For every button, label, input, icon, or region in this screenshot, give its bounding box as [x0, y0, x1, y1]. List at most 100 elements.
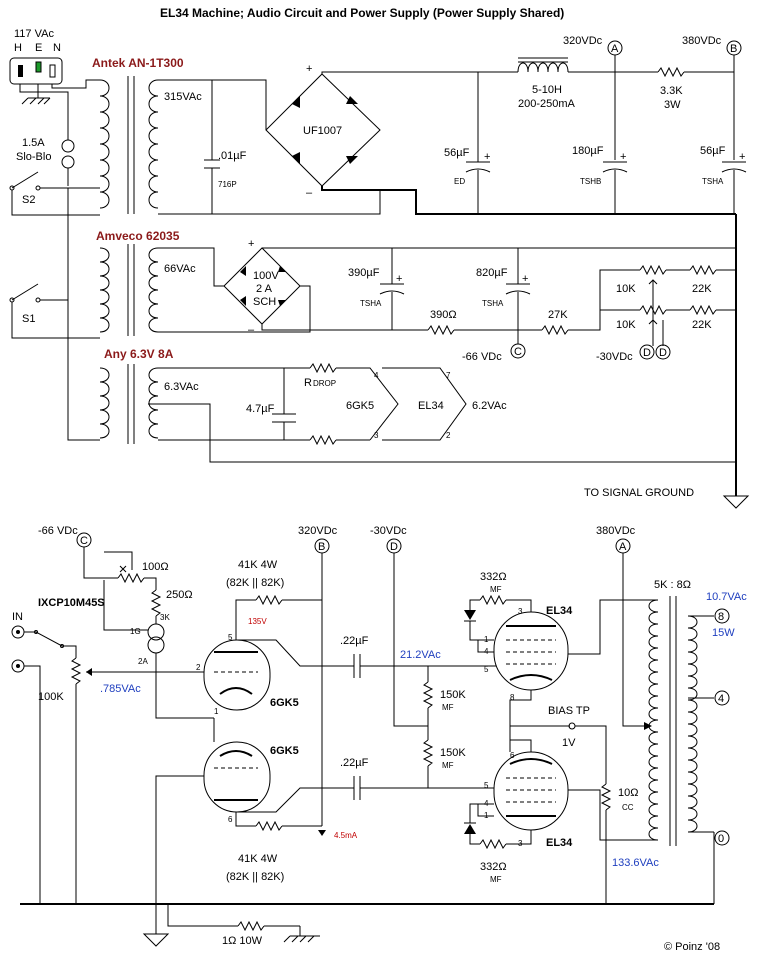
plate-r1-value: 41K 4W — [238, 559, 278, 571]
tube-el34-lower: EL34 6 5 4 1 3 — [484, 751, 573, 849]
audio-v320: 320VDc — [298, 525, 338, 537]
signal-ground-label: TO SIGNAL GROUND — [584, 487, 694, 499]
transformer-antek: 315VAc — [99, 76, 202, 214]
audio-v380: 380VDc — [596, 525, 636, 537]
diagram-title: EL34 Machine; Audio Circuit and Power Su… — [160, 6, 564, 20]
heater-secondary-voltage: 6.3VAc — [164, 381, 199, 393]
node-d-top-1-label: D — [643, 347, 651, 359]
plate-r2-parallel: (82K || 82K) — [226, 871, 284, 883]
ground-symbol-top — [722, 495, 750, 509]
grid-voltage: 21.2VAc — [400, 649, 441, 661]
node-d-top-2-label: D — [659, 347, 667, 359]
r27k-label: 27K — [548, 309, 568, 321]
bridge-rectifier-hv: UF1007 + – — [265, 63, 381, 199]
v320-label: 320VDc — [563, 35, 603, 47]
node-d-top-2 — [655, 344, 671, 360]
node-a-audio-label: A — [619, 541, 627, 553]
cap-ed: 56µF + ED — [444, 72, 490, 214]
ot-tap-0[interactable] — [714, 830, 730, 846]
ccs-label: IXCP10M45S — [38, 597, 105, 609]
tube-d-label: EL34 — [546, 837, 573, 849]
cap-390-value: 390µF — [348, 267, 380, 279]
bridge-bias-current: 2 A — [256, 283, 273, 295]
tube-d-pin6: 6 — [510, 751, 515, 760]
volume-voltage: .785VAc — [100, 683, 141, 695]
screen-r1-type: MF — [490, 585, 502, 594]
bridge-bias-voltage: 100V — [253, 270, 279, 282]
copyright: © Poinz '08 — [664, 941, 720, 953]
tube-6gk5-lower: 6GK5 6 — [203, 741, 299, 824]
tube-c-pin5: 5 — [484, 665, 489, 674]
node-d-audio-label: D — [390, 541, 398, 553]
tube-c-pin8: 8 — [510, 693, 515, 702]
ot-tap-8[interactable] — [714, 608, 730, 624]
ccs-device — [147, 623, 165, 654]
transformer-amveco: 66VAc — [99, 244, 196, 336]
bridge-bias-minus: – — [248, 324, 255, 336]
cap-tsha-hv-type: TSHA — [702, 177, 724, 186]
heater-pin-4: 4 — [374, 371, 379, 380]
node-d-top-1 — [639, 344, 655, 360]
output-transformer — [648, 596, 698, 846]
cathode-r-value: 10Ω — [618, 787, 638, 799]
fuse-type: Slo-Blo — [16, 151, 51, 163]
audio-v-neg30: -30VDc — [370, 525, 407, 537]
audio-v-neg66: -66 VDc — [38, 525, 78, 537]
bias-tp-label: BIAS TP — [548, 705, 590, 717]
cap-ed-type: ED — [454, 177, 465, 186]
switch-s1-label: S1 — [22, 313, 35, 325]
coupling-cap-2: .22µF — [340, 757, 369, 769]
ground-symbol-bottom — [142, 933, 170, 947]
cap-tsha-hv-plus: + — [739, 151, 745, 163]
choke-inductance: 5-10H — [532, 84, 562, 96]
bridge-bias-plus: + — [248, 238, 254, 250]
bridge-bias-type: SCH — [253, 296, 276, 308]
plate-r2-value: 41K 4W — [238, 853, 278, 865]
ot-tap-4-label: 4 — [718, 693, 724, 705]
coupling-cap-1: .22µF — [340, 635, 369, 647]
heater-pin-3: 3 — [374, 431, 379, 440]
pot-10k-1-label: 10K — [616, 283, 636, 295]
volume-pot-label[interactable]: 100K — [38, 691, 64, 703]
ccs-1g: 1G — [130, 627, 141, 636]
pin-h-label: H — [14, 42, 22, 54]
heater-el34-label: EL34 — [418, 400, 444, 412]
screen-r2-value: 332Ω — [480, 861, 507, 873]
pot-10k-2-label: 10K — [616, 319, 636, 331]
tube-a-pin5: 5 — [228, 633, 233, 642]
cap-390: 390µF + TSHA — [348, 248, 405, 330]
cap-390-type: TSHA — [360, 299, 382, 308]
transformer-heater: 6.3VAc — [99, 364, 199, 444]
screen-r1-value: 332Ω — [480, 571, 507, 583]
ot-ratio: 5K : 8Ω — [654, 579, 691, 591]
tube-b-label: 6GK5 — [270, 745, 299, 757]
mains-voltage: 117 VAc — [14, 28, 54, 40]
grid-r2-type: MF — [442, 761, 454, 770]
r100-label: 100Ω — [142, 561, 169, 573]
ot-power: 15W — [712, 627, 735, 639]
bridge-hv-label: UF1007 — [303, 125, 342, 137]
bias-tp-voltage: 1V — [562, 737, 576, 749]
snubber-cap-value: .01µF — [218, 150, 247, 162]
input-label[interactable]: IN — [12, 611, 23, 623]
v380-label: 380VDc — [682, 35, 722, 47]
node-c-top — [510, 343, 526, 359]
bridge-rectifier-bias: 100V 2 A SCH + – — [223, 238, 301, 336]
cap-820-value: 820µF — [476, 267, 508, 279]
node-b-top-label: B — [730, 43, 737, 55]
transformer-amveco-label: Amveco 62035 — [96, 229, 180, 243]
ot-tap-8-label: 8 — [718, 611, 724, 623]
cap-820-type: TSHA — [482, 299, 504, 308]
cathode-r-type: CC — [622, 803, 634, 812]
ot-primary-voltage: 133.6VAc — [612, 857, 659, 869]
heater-pin-2: 2 — [446, 431, 451, 440]
ot-tap-4[interactable] — [714, 690, 730, 706]
plate-voltage-135: 135V — [248, 617, 267, 626]
ot-secondary-voltage: 10.7VAc — [706, 591, 747, 603]
r22k-1-label: 22K — [692, 283, 712, 295]
switch-s2-label: S2 — [22, 194, 35, 206]
mains-inlet: 117 VAc H E N — [9, 28, 63, 105]
node-c-audio-label: C — [80, 535, 88, 547]
cap-tshb: 180µF + TSHB — [572, 145, 628, 214]
